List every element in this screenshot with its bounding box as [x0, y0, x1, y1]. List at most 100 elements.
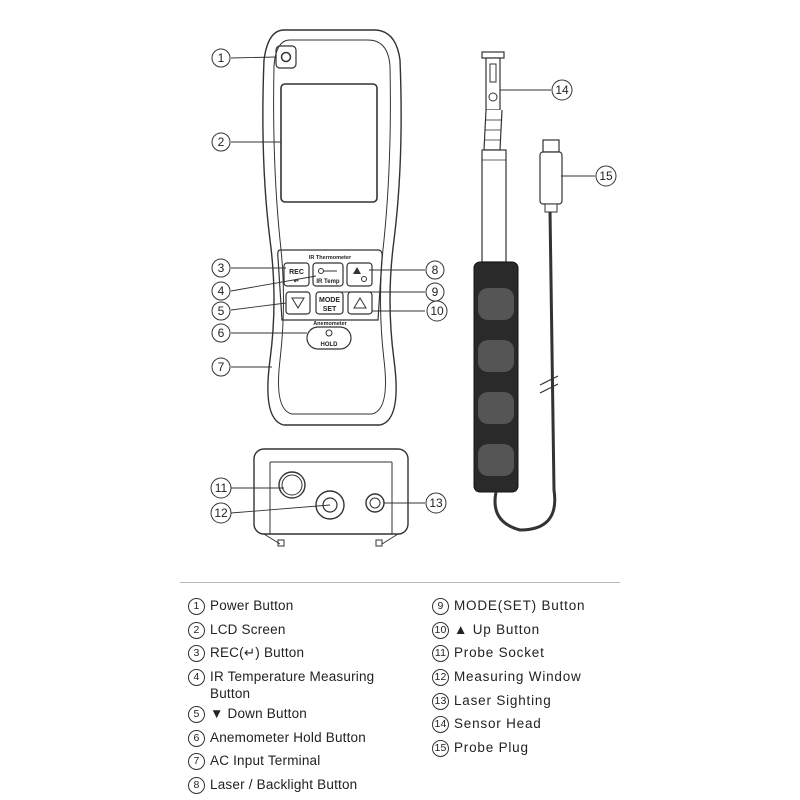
legend-label: Anemometer Hold Button — [210, 729, 366, 745]
legend-right-column: 9 MODE(SET) Button 10 ▲ Up Button 11 Pro… — [432, 597, 632, 763]
callout-7: 7 — [211, 357, 231, 377]
svg-text:15: 15 — [599, 169, 613, 183]
sensor-head — [485, 57, 501, 111]
legend-item: 12 Measuring Window — [432, 668, 632, 692]
legend-label: IR Temperature Measuring — [210, 669, 375, 685]
mode-set-button[interactable]: MODE SET — [315, 291, 344, 315]
legend-label: Probe Socket — [454, 645, 545, 661]
legend-item: 7 AC Input Terminal — [188, 752, 408, 776]
lcd-screen — [280, 83, 378, 203]
legend-label: Sensor Head — [454, 716, 542, 732]
legend-item: 4 IR Temperature Measuring Button — [188, 668, 408, 705]
legend-label: AC Input Terminal — [210, 753, 321, 769]
legend-label: Probe Plug — [454, 740, 529, 756]
enter-icon: ↵ — [294, 278, 300, 285]
laser-warning-icon — [353, 267, 361, 274]
set-label: SET — [323, 306, 337, 313]
callout-markers: 1 2 3 4 5 6 7 8 9 10 11 12 13 14 15 — [210, 48, 617, 524]
legend-number: 12 — [432, 669, 449, 687]
leader-lines — [230, 56, 595, 514]
laser-backlight-button[interactable] — [346, 262, 373, 287]
legend-item: 9 MODE(SET) Button — [432, 597, 632, 621]
legend-number: 2 — [188, 621, 205, 639]
svg-text:12: 12 — [214, 506, 228, 520]
hold-button[interactable]: HOLD — [306, 326, 352, 350]
rec-button-label: REC — [289, 269, 304, 276]
legend-number: 6 — [188, 729, 205, 747]
legend-item: 8 Laser / Backlight Button — [188, 776, 408, 800]
legend-number: 13 — [432, 692, 449, 710]
legend-item: 1 Power Button — [188, 597, 408, 621]
ir-temp-button[interactable]: IR Temp — [312, 262, 344, 287]
callout-14: 14 — [551, 79, 573, 101]
svg-text:2: 2 — [218, 135, 225, 149]
probe-socket[interactable] — [278, 471, 306, 499]
callout-8: 8 — [425, 260, 445, 280]
svg-text:9: 9 — [432, 285, 439, 299]
legend-item: 3 REC(↵) Button — [188, 644, 408, 668]
legend-label: Laser Sighting — [454, 692, 552, 708]
callout-9: 9 — [425, 282, 445, 302]
legend-item: 5 ▼ Down Button — [188, 705, 408, 729]
callout-1: 1 — [211, 48, 231, 68]
legend-label: Power Button — [210, 598, 294, 613]
legend-item: 10 ▲ Up Button — [432, 621, 632, 645]
bottom-view — [253, 448, 409, 547]
svg-text:3: 3 — [218, 261, 225, 275]
callout-15: 15 — [595, 165, 617, 187]
device-diagram: IR Thermometer REC ↵ IR Temp MODE — [210, 29, 617, 547]
legend-number: 11 — [432, 645, 449, 663]
svg-text:4: 4 — [218, 284, 225, 298]
legend-label: LCD Screen — [210, 621, 286, 637]
hold-label: HOLD — [321, 342, 339, 348]
ir-thermometer-label: IR Thermometer — [309, 255, 352, 261]
legend-label: Measuring Window — [454, 669, 582, 685]
meter-body — [262, 29, 402, 426]
rec-button[interactable]: REC ↵ — [283, 262, 310, 287]
legend-divider — [180, 582, 620, 583]
legend-number: 1 — [188, 598, 205, 615]
legend-item: 11 Probe Socket — [432, 644, 632, 668]
legend-number: 5 — [188, 706, 205, 724]
thermometer-icon — [318, 268, 324, 274]
mode-label: MODE — [319, 297, 340, 304]
svg-text:7: 7 — [218, 360, 225, 374]
callout-6: 6 — [211, 323, 231, 343]
up-button[interactable] — [347, 291, 373, 315]
callout-4: 4 — [211, 281, 231, 301]
svg-text:14: 14 — [555, 83, 569, 97]
callout-11: 11 — [210, 477, 232, 499]
legend-item: 6 Anemometer Hold Button — [188, 729, 408, 753]
probe-plug — [542, 139, 560, 153]
svg-text:10: 10 — [430, 304, 444, 318]
anemometer-label: Anemometer — [313, 321, 347, 327]
legend-number: 4 — [188, 669, 205, 687]
legend-label: ▼ Down Button — [210, 706, 308, 722]
probe-cable — [493, 209, 557, 532]
legend-label: MODE(SET) Button — [454, 598, 586, 613]
legend-label: REC(↵) Button — [210, 645, 305, 661]
legend-label: Laser / Backlight Button — [210, 777, 358, 793]
callout-12: 12 — [210, 502, 232, 524]
down-button[interactable] — [285, 291, 311, 315]
up-arrow-icon — [353, 297, 367, 309]
ir-temp-label: IR Temp — [316, 279, 340, 285]
legend-number: 10 — [432, 621, 449, 639]
keypad-panel: IR Thermometer REC ↵ IR Temp MODE — [277, 249, 383, 327]
callout-13: 13 — [425, 492, 447, 514]
svg-text:13: 13 — [429, 496, 443, 510]
callout-2: 2 — [211, 132, 231, 152]
legend-number: 14 — [432, 716, 449, 734]
legend-label: ▲ Up Button — [454, 621, 540, 637]
svg-text:8: 8 — [432, 263, 439, 277]
legend-number: 9 — [432, 598, 449, 615]
down-arrow-icon — [291, 297, 305, 309]
callout-10: 10 — [426, 300, 448, 322]
svg-text:1: 1 — [218, 51, 225, 65]
legend-item: 15 Probe Plug — [432, 739, 632, 763]
legend-item: 14 Sensor Head — [432, 715, 632, 739]
legend-number: 3 — [188, 645, 205, 663]
svg-text:6: 6 — [218, 326, 225, 340]
power-button[interactable] — [275, 45, 297, 69]
measuring-window — [315, 490, 345, 520]
